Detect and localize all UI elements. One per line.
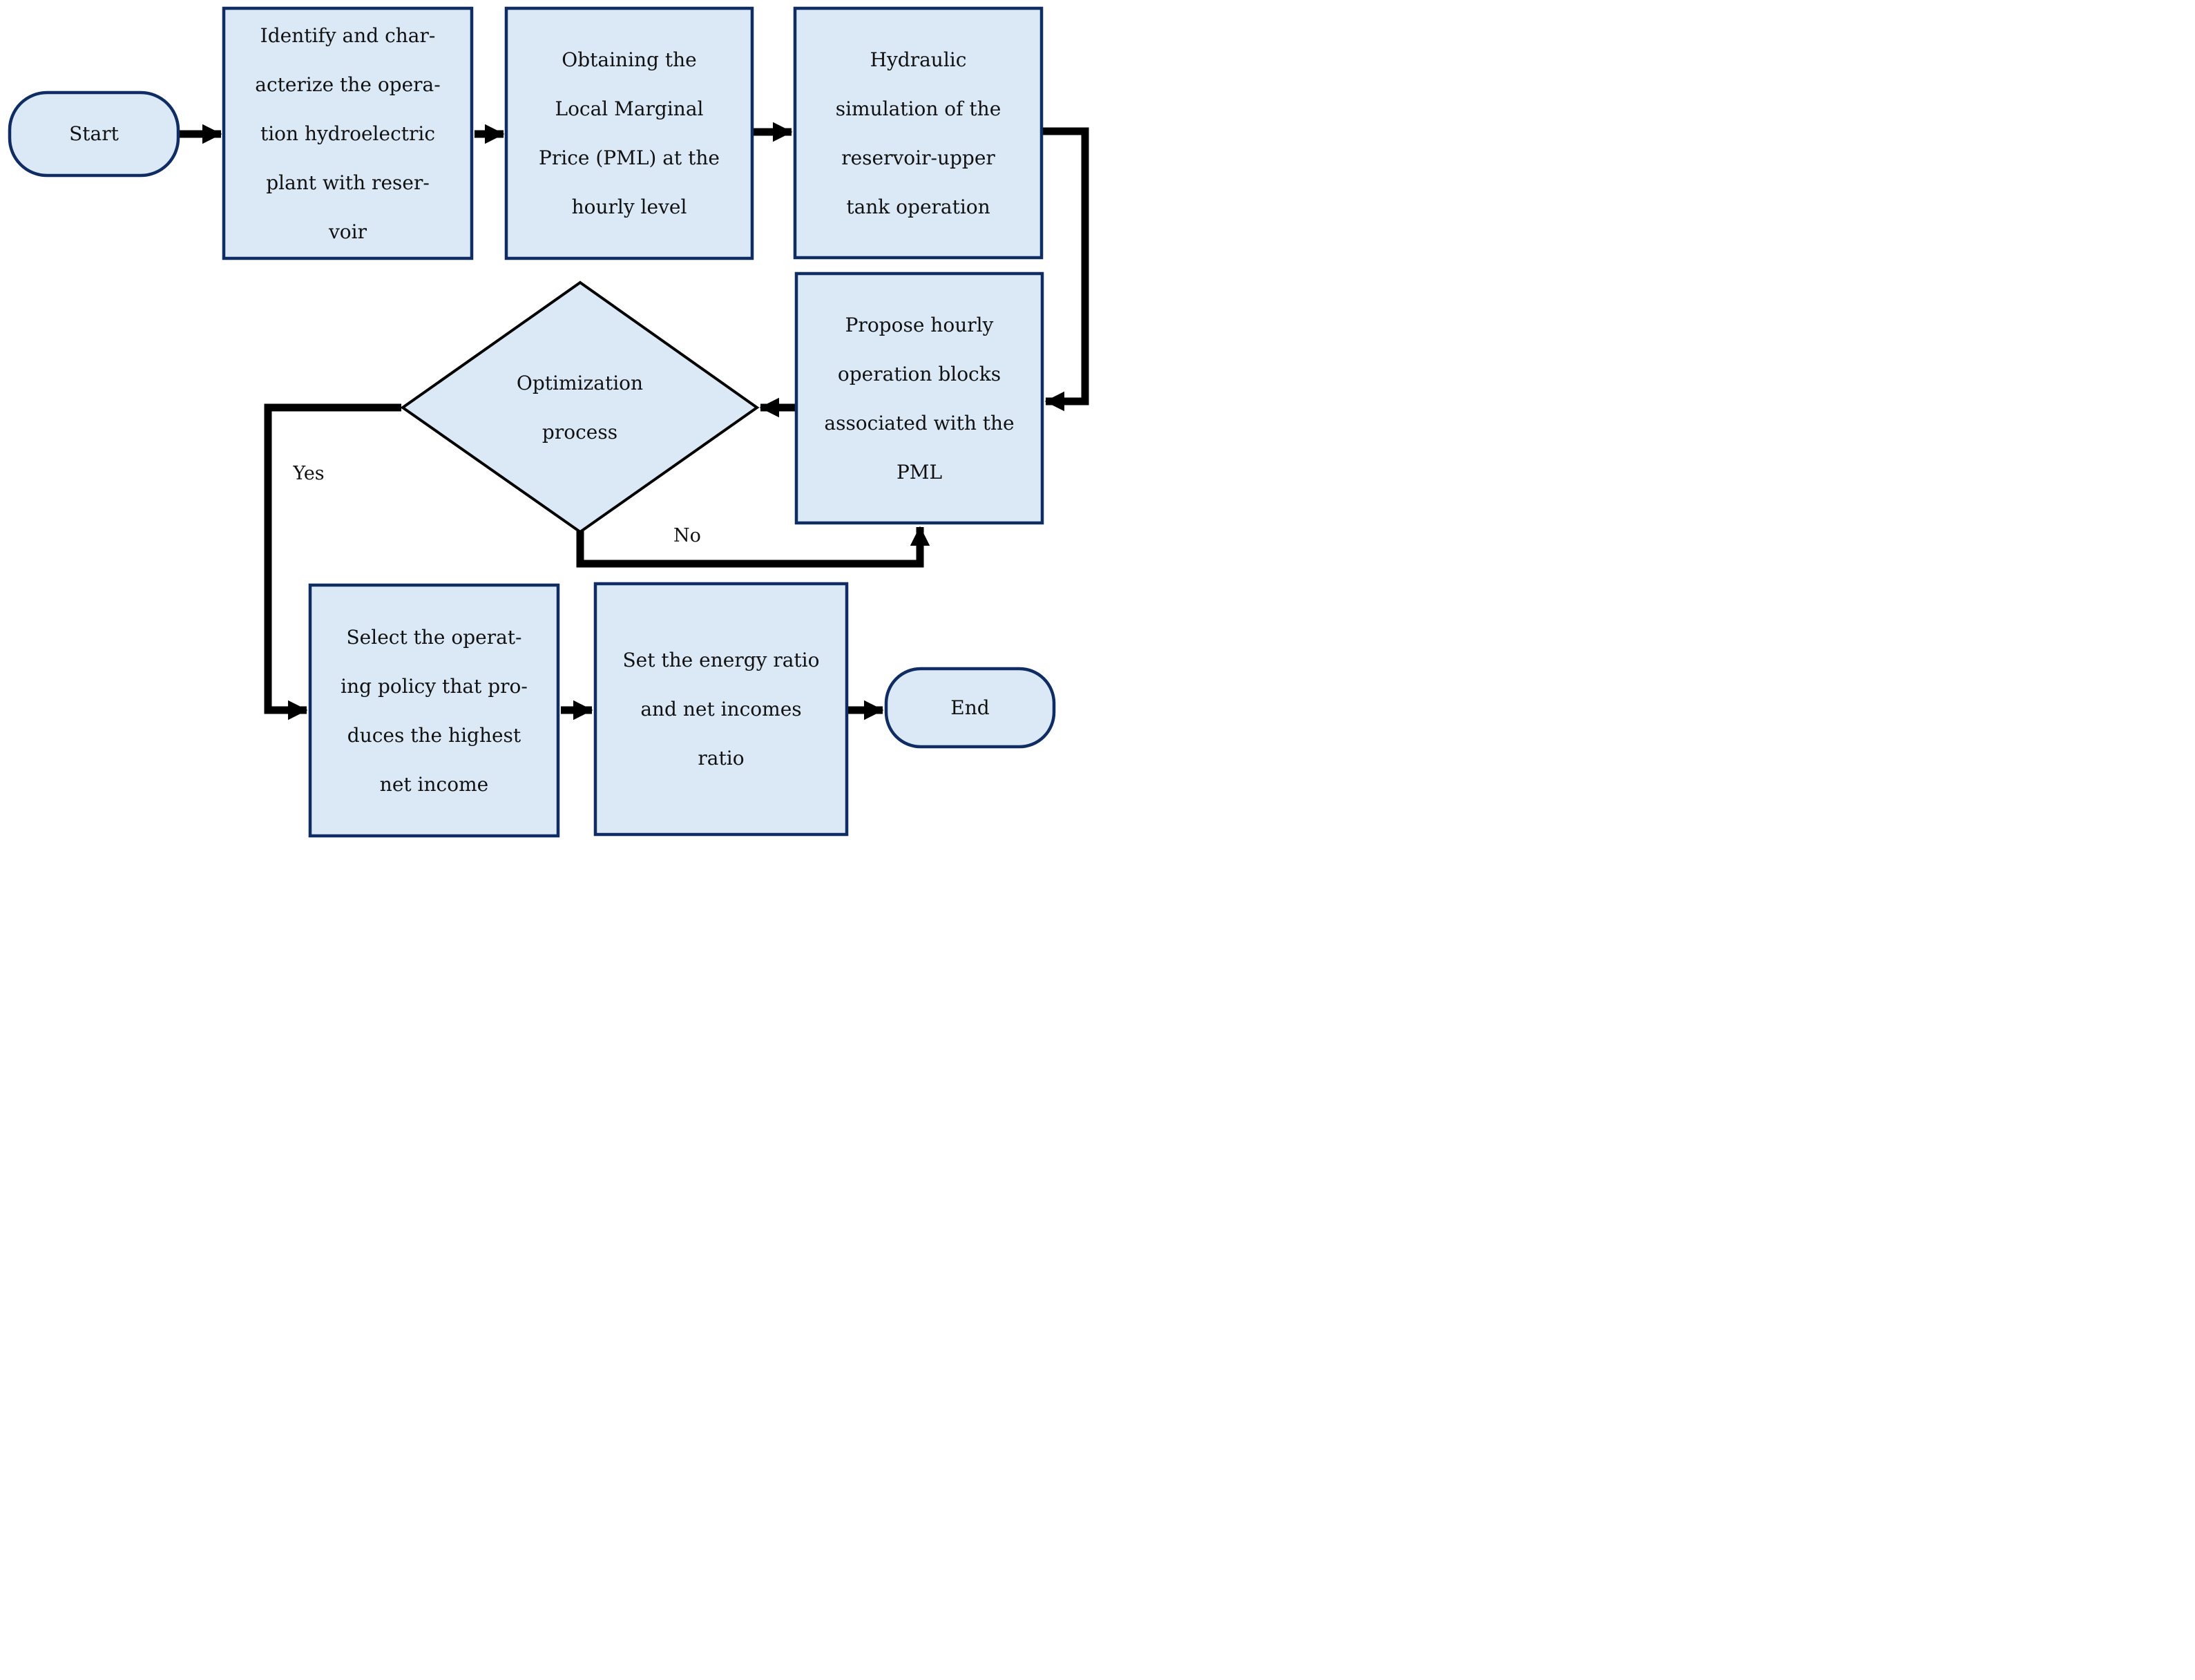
end-node-shape (884, 667, 1056, 749)
obtaining-node-shape (504, 6, 754, 260)
start-node-shape (8, 90, 180, 178)
elbow-hydraulic-propose (1043, 127, 1089, 412)
propose-node-shape (794, 271, 1044, 525)
identify-node-shape (222, 6, 474, 260)
hydraulic-node-shape (793, 6, 1044, 260)
optimization-decision-shape (400, 280, 760, 534)
flowchart-canvas: Start Identify and char- acterize the op… (0, 0, 1098, 840)
elbow-optimization-yes-select (264, 403, 401, 720)
elbow-optimization-no-propose (576, 526, 930, 568)
flowchart-shape-layer (8, 6, 1089, 838)
select-node-shape (308, 583, 560, 838)
set-node-shape (593, 582, 849, 837)
